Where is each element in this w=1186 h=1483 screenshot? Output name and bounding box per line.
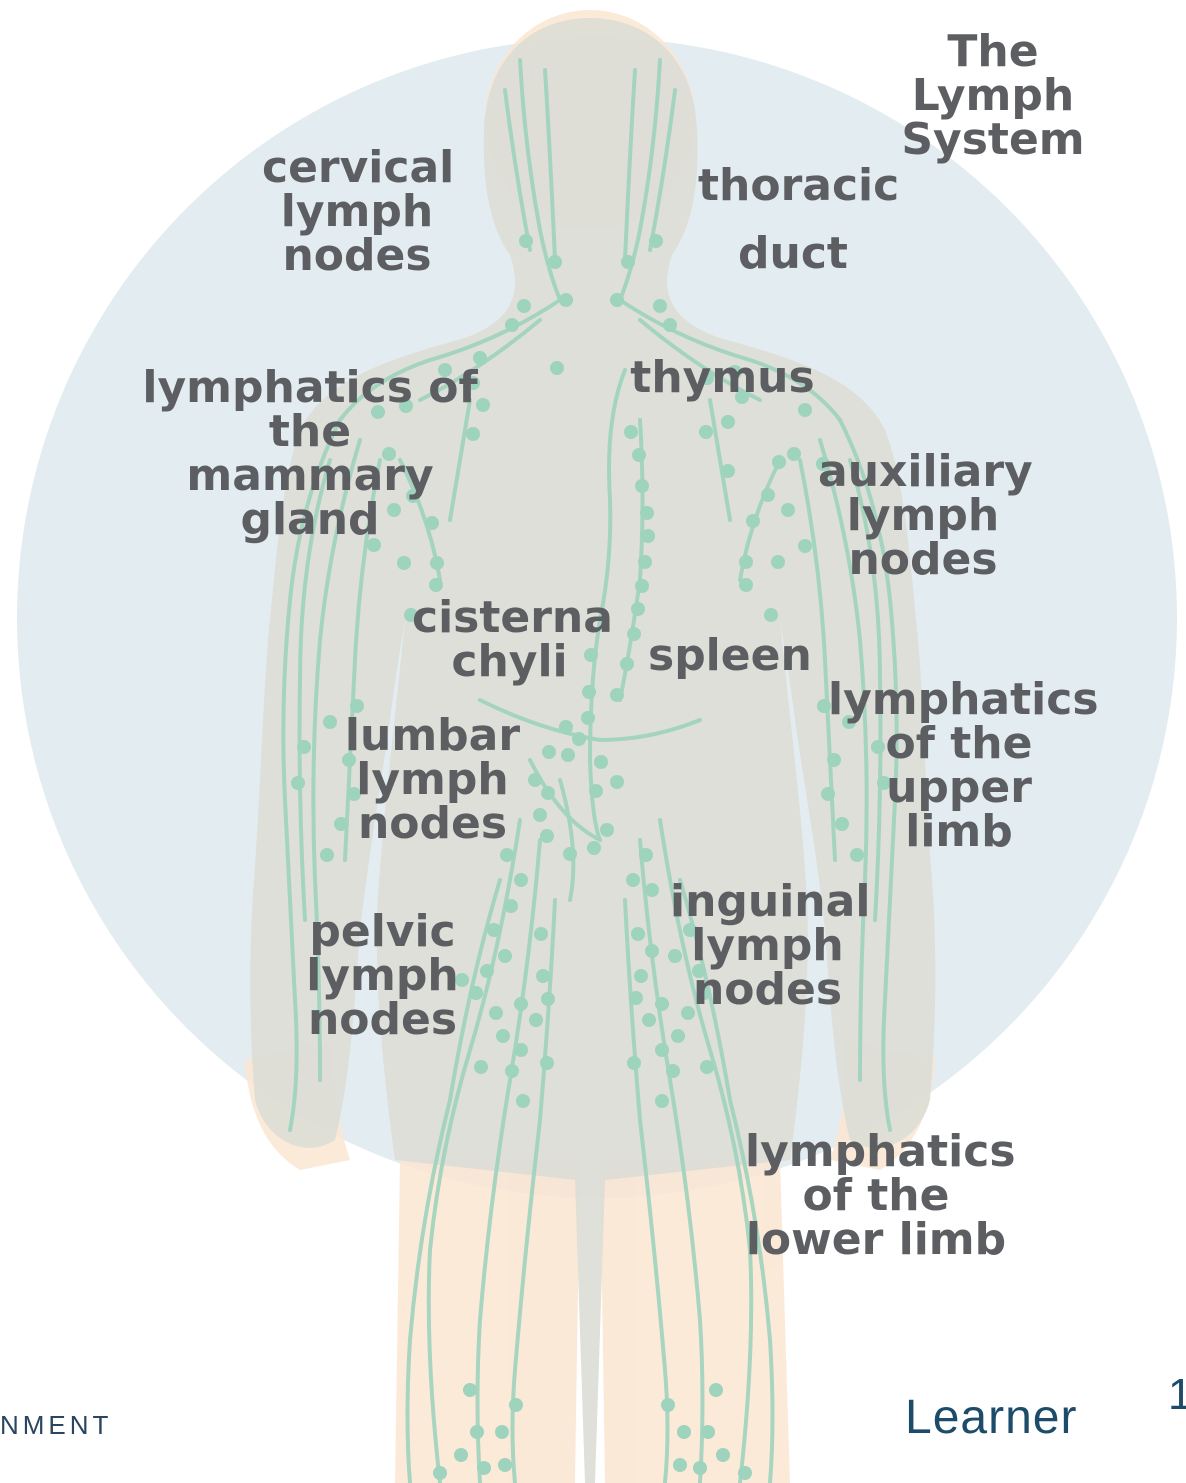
label-cervical-lymph-nodes: cervical lymph nodes	[262, 146, 452, 278]
label-upper-limb-lymphatics: lymphatics of the upper limb	[828, 678, 1090, 854]
footer-left-text: NMENT	[0, 1410, 112, 1441]
label-auxiliary-lymph-nodes: auxiliary lymph nodes	[818, 450, 1028, 582]
label-inguinal-lymph-nodes: inguinal lymph nodes	[670, 880, 865, 1012]
label-cisterna-chyli: cisterna chyli	[412, 596, 607, 684]
label-lumbar-lymph-nodes: lumbar lymph nodes	[340, 714, 525, 846]
label-pelvic-lymph-nodes: pelvic lymph nodes	[300, 910, 465, 1042]
label-mammary-lymphatics: lymphatics of the mammary gland	[140, 366, 480, 542]
label-thoracic: thoracic	[698, 164, 888, 208]
logo-mark: 1	[1168, 1370, 1186, 1420]
label-lower-limb-lymphatics: lymphatics of the lower limb	[745, 1130, 1007, 1262]
label-duct: duct	[698, 232, 888, 276]
diagram-title: The Lymph System	[868, 30, 1118, 162]
label-spleen: spleen	[648, 634, 808, 678]
learner-logo-text: Learner	[905, 1390, 1077, 1445]
label-thymus: thymus	[630, 356, 815, 400]
